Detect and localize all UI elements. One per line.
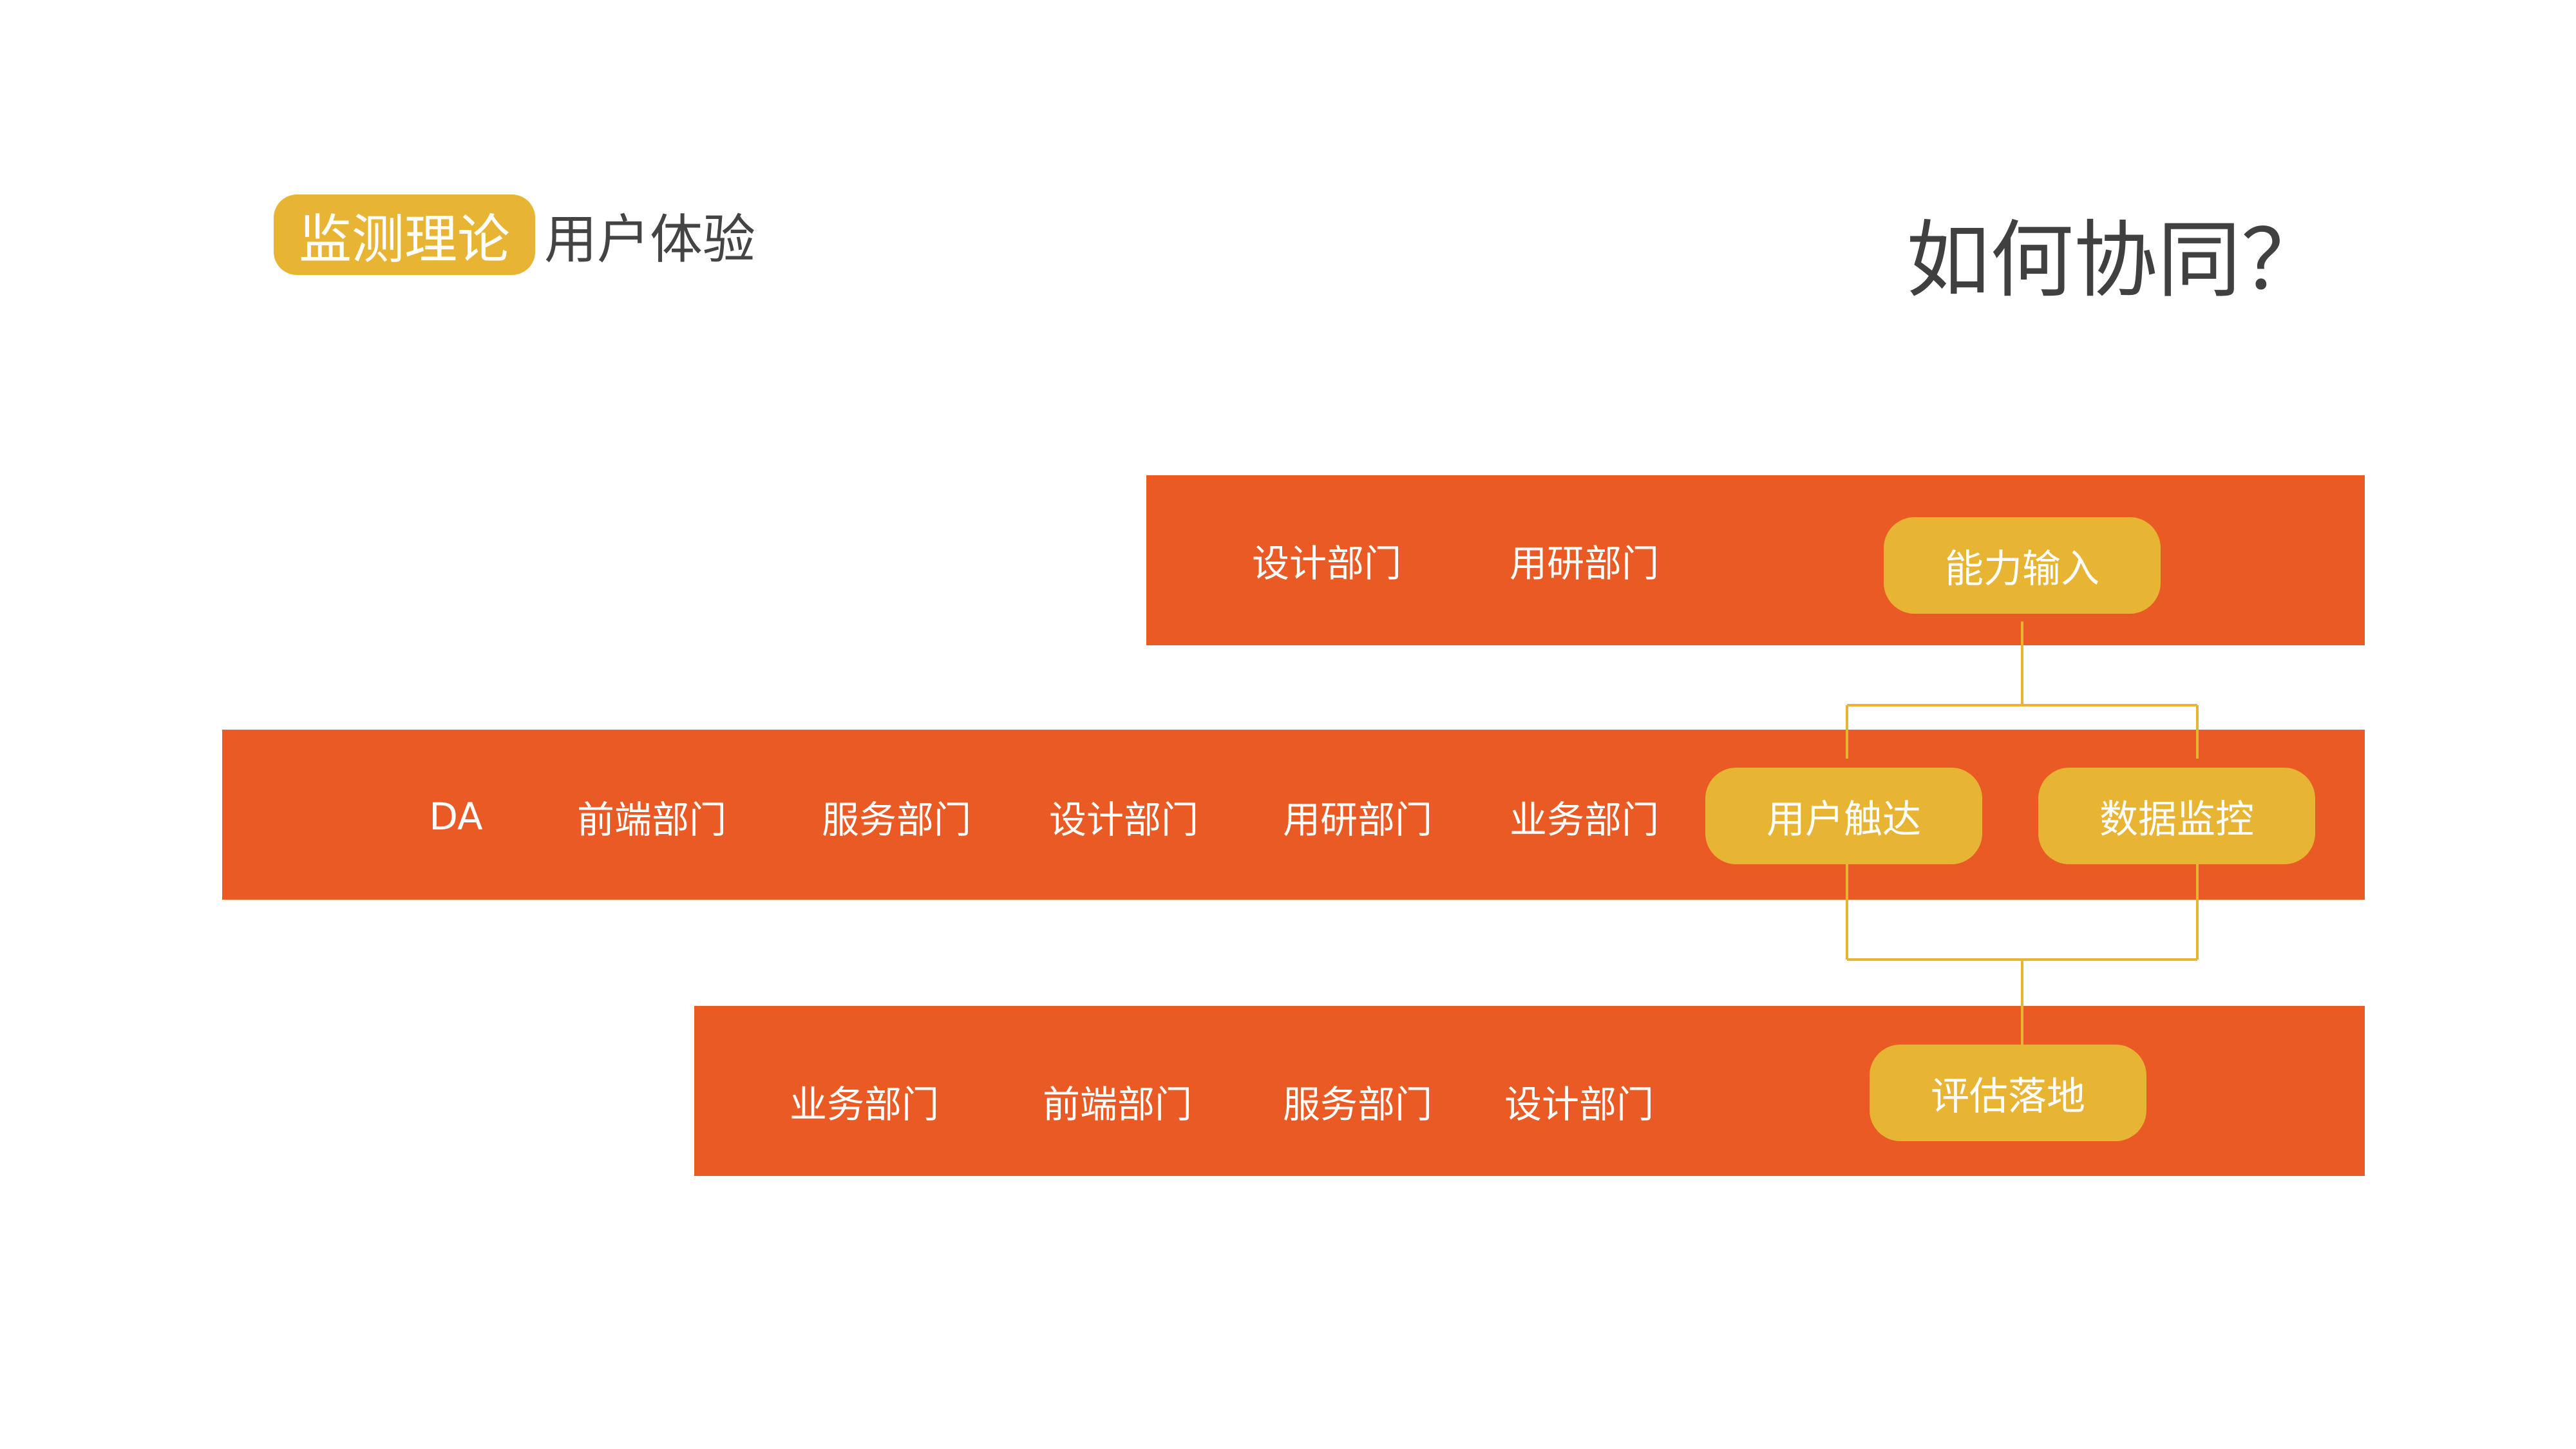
stage-data-monitoring: 数据监控 <box>2038 768 2315 864</box>
dept-label: 设计部门 <box>1504 1083 1654 1126</box>
dept-label: 前端部门 <box>576 798 727 842</box>
row-band-top <box>1146 475 2365 645</box>
header-subtitle: 用户体验 <box>544 209 756 270</box>
dept-label: 业务部门 <box>789 1083 940 1126</box>
dept-label: 用研部门 <box>1282 798 1433 842</box>
connector-lines <box>1846 621 2199 1045</box>
dept-label: 服务部门 <box>821 798 972 842</box>
dept-label: 服务部门 <box>1282 1083 1433 1126</box>
dept-label: 设计部门 <box>1251 542 1402 585</box>
dept-label: 设计部门 <box>1048 798 1199 842</box>
connector-top <box>1846 621 2199 759</box>
dept-label: DA <box>429 795 483 838</box>
page-title: 如何协同？ <box>1906 211 2325 309</box>
stage-ability-input: 能力输入 <box>1884 517 2161 614</box>
row-band-middle <box>222 730 2365 900</box>
stage-evaluation: 评估落地 <box>1870 1045 2146 1141</box>
connector-bottom <box>1846 864 2199 1045</box>
dept-label: 业务部门 <box>1509 798 1660 842</box>
dept-label: 用研部门 <box>1509 542 1660 585</box>
dept-label: 前端部门 <box>1042 1083 1193 1126</box>
stage-user-reach: 用户触达 <box>1705 768 1982 864</box>
header-tag: 监测理论 <box>274 194 535 275</box>
